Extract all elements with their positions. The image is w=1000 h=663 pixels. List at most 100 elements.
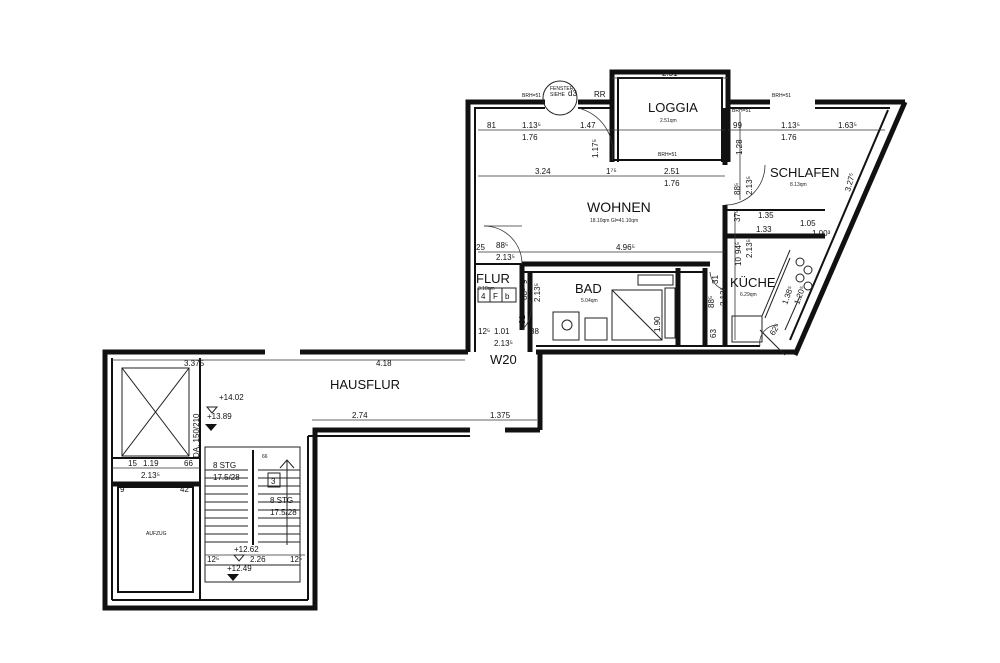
room-aufzug: AUFZUG — [146, 531, 167, 537]
dim-135: 1.35 — [758, 211, 774, 220]
room-loggia-area: 2.51qm — [660, 118, 677, 124]
flur-switch-4: 4 — [481, 292, 486, 301]
dim-885d: 88⁵ — [707, 296, 716, 308]
dim-2135b: 2.13⁵ — [496, 253, 515, 262]
stair-ratio-2: 17.5/28 — [270, 508, 297, 517]
flur-switch-b: b — [505, 292, 510, 301]
room-schlafen-area: 8.13qm — [790, 182, 807, 188]
door-da: DA. 150/210 — [192, 413, 201, 458]
dim-2135d: 2.13⁵ — [533, 283, 542, 302]
door-w20: W20 — [490, 352, 517, 367]
dim-9b: 9 — [120, 485, 125, 494]
dim-63: 63 — [709, 329, 718, 338]
room-hausflur: HAUSFLUR — [330, 377, 400, 392]
dim-128: 1.28 — [735, 139, 744, 155]
dim-176b: 1.76 — [781, 133, 797, 142]
room-wohnen: WOHNEN — [587, 199, 651, 215]
dim-25: 25 — [476, 243, 485, 252]
dim-125c: 12⁵ — [290, 555, 302, 564]
dim-9: 9 — [520, 279, 529, 284]
level-markers — [205, 406, 246, 581]
dim-324: 3.24 — [535, 167, 551, 176]
level-1402: +14.02 — [219, 393, 244, 402]
dim-81: 81 — [487, 121, 496, 130]
brh-loggia: BRH=51 — [658, 152, 677, 158]
dim-375: 37⁵ — [733, 210, 742, 222]
dim-2135e: 2.13⁵ — [719, 287, 728, 306]
dim-125b: 12⁵ — [207, 555, 219, 564]
fenster-detail: d3 — [568, 89, 577, 98]
dim-147: 1.47 — [580, 121, 596, 130]
dim-loggia-width: 2.51 — [662, 69, 678, 78]
dim-885c: 88⁵ — [520, 288, 529, 300]
dim-274: 2.74 — [352, 411, 368, 420]
stair-number: 3 — [271, 477, 276, 486]
room-labels: LOGGIA 2.51qm SCHLAFEN 8.13qm WOHNEN 18.… — [146, 100, 839, 537]
dim-133: 1.33 — [756, 225, 772, 234]
stair-steps-1: 8 STG — [213, 461, 236, 470]
dim-885b: 88⁵ — [496, 241, 508, 250]
dim-31: 31 — [711, 275, 720, 284]
room-loggia: LOGGIA — [648, 100, 698, 115]
dim-10: 10 — [734, 257, 743, 266]
stair-steps-2: 8 STG — [270, 496, 293, 505]
dim-418: 4.18 — [376, 359, 392, 368]
dim-4965: 4.96⁵ — [616, 243, 635, 252]
level-1249: +12.49 — [227, 564, 252, 573]
brh-right2: BRH=51 — [732, 108, 751, 114]
dim-1635: 1.63⁵ — [838, 121, 857, 130]
dim-1135a: 1.13⁵ — [522, 121, 541, 130]
room-bad-area: 5.04qm — [581, 298, 598, 304]
dim-99: 99 — [733, 121, 742, 130]
dim-625: 62⁵ — [768, 322, 782, 337]
fenster-label: FENSTER — [550, 86, 574, 92]
flur-switch-f: F — [493, 292, 498, 301]
dim-105: 1.05 — [800, 219, 816, 228]
level-marker-1 — [205, 424, 217, 431]
dim-226: 2.26 — [250, 555, 266, 564]
level-text: +14.02 +13.89 +12.62 +12.49 — [207, 393, 259, 573]
room-kueche-area: 6.29qm — [740, 292, 757, 298]
dimension-lines — [112, 77, 885, 556]
dim-101: 1.01 — [494, 327, 510, 336]
dim-945: 94⁵ — [734, 242, 743, 254]
dim-3375: 3.375 — [184, 359, 205, 368]
hausflur-walls — [102, 349, 543, 611]
room-wohnen-area: 18.10qm Gl=41.10qm — [590, 218, 638, 224]
room-schlafen: SCHLAFEN — [770, 165, 839, 180]
stair-ratio-1: 17.5/28 — [213, 473, 240, 482]
dim-176c: 1.76 — [664, 179, 680, 188]
dim-190: 1.90 — [653, 316, 662, 332]
rr-label: RR — [594, 90, 606, 99]
level-1389: +13.89 — [207, 412, 232, 421]
brh-right: BRH=51 — [772, 93, 791, 99]
dim-2135a: 2.13⁵ — [745, 176, 754, 195]
dim-15: 15 — [128, 459, 137, 468]
dim-66b: 66 — [262, 454, 268, 460]
annotation-labels: BRH=51 BRH=51 BRH=51 BRH=51 FENSTER SIEH… — [192, 86, 791, 517]
dim-175: 1⁷⁵ — [606, 167, 617, 176]
dim-125: 12⁵ — [478, 327, 490, 336]
dim-1003: 1.00³ — [812, 229, 831, 238]
dim-91: 91 — [518, 315, 527, 324]
fixtures — [477, 80, 813, 356]
dim-119: 1.19 — [143, 459, 159, 468]
level-marker-2 — [227, 574, 239, 581]
dim-885a: 88⁵ — [733, 183, 742, 195]
dim-66: 66 — [184, 459, 193, 468]
apartment-walls — [465, 69, 908, 356]
brh-left: BRH=51 — [522, 93, 541, 99]
room-flur-area: 3.18qm — [478, 286, 495, 292]
dim-251b: 2.51 — [664, 167, 680, 176]
level-1262: +12.62 — [234, 545, 259, 554]
dim-176a: 1.76 — [522, 133, 538, 142]
dim-1135b: 1.13⁵ — [781, 121, 800, 130]
dim-42: 42 — [180, 485, 189, 494]
fenster-label-2: SIEHE — [550, 92, 566, 98]
dim-117: 1.17⁵ — [591, 139, 600, 158]
dim-38: 38 — [530, 327, 539, 336]
room-flur: FLUR — [476, 271, 510, 286]
interior-walls — [475, 108, 825, 352]
dim-2135g: 2.13⁵ — [141, 471, 160, 480]
